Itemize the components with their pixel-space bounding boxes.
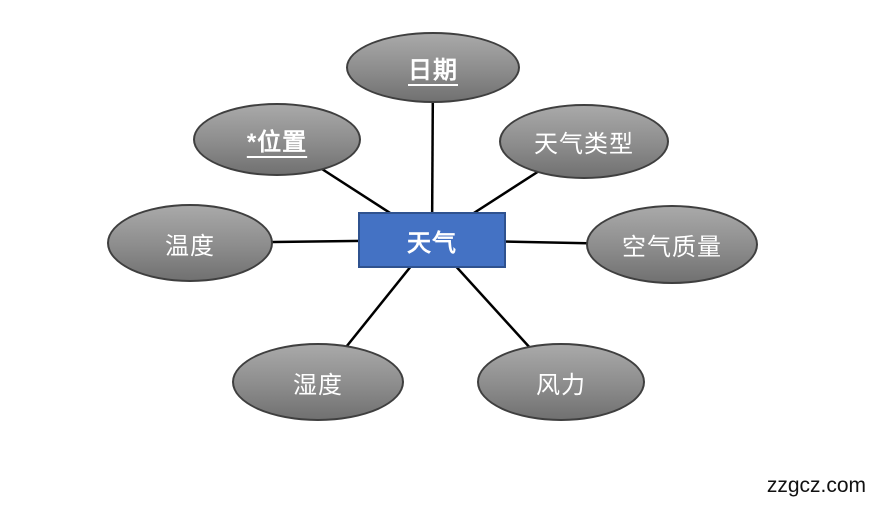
attribute-label-air-quality: 空气质量 <box>622 234 722 261</box>
attribute-ellipse-temperature: 温度 <box>107 204 273 282</box>
attribute-ellipse-wind-force: 风力 <box>477 343 645 421</box>
attribute-ellipse-weather-type: 天气类型 <box>499 104 669 179</box>
attribute-label-temperature: 温度 <box>165 232 215 260</box>
entity-label-weather: 天气 <box>407 229 457 257</box>
entity-box-weather: 天气 <box>358 212 506 268</box>
attribute-ellipse-date: 日期 <box>346 32 520 103</box>
attribute-label-weather-type: 天气类型 <box>534 131 634 158</box>
attribute-ellipse-location: *位置 <box>193 103 361 176</box>
attribute-label-date: 日期 <box>408 57 458 84</box>
watermark: zzgcz.com <box>766 474 866 497</box>
attribute-label-humidity: 湿度 <box>293 371 343 399</box>
attribute-ellipse-air-quality: 空气质量 <box>586 205 758 284</box>
attribute-label-location: *位置 <box>246 129 308 156</box>
attribute-ellipse-humidity: 湿度 <box>232 343 404 421</box>
attribute-label-wind-force: 风力 <box>536 371 586 399</box>
